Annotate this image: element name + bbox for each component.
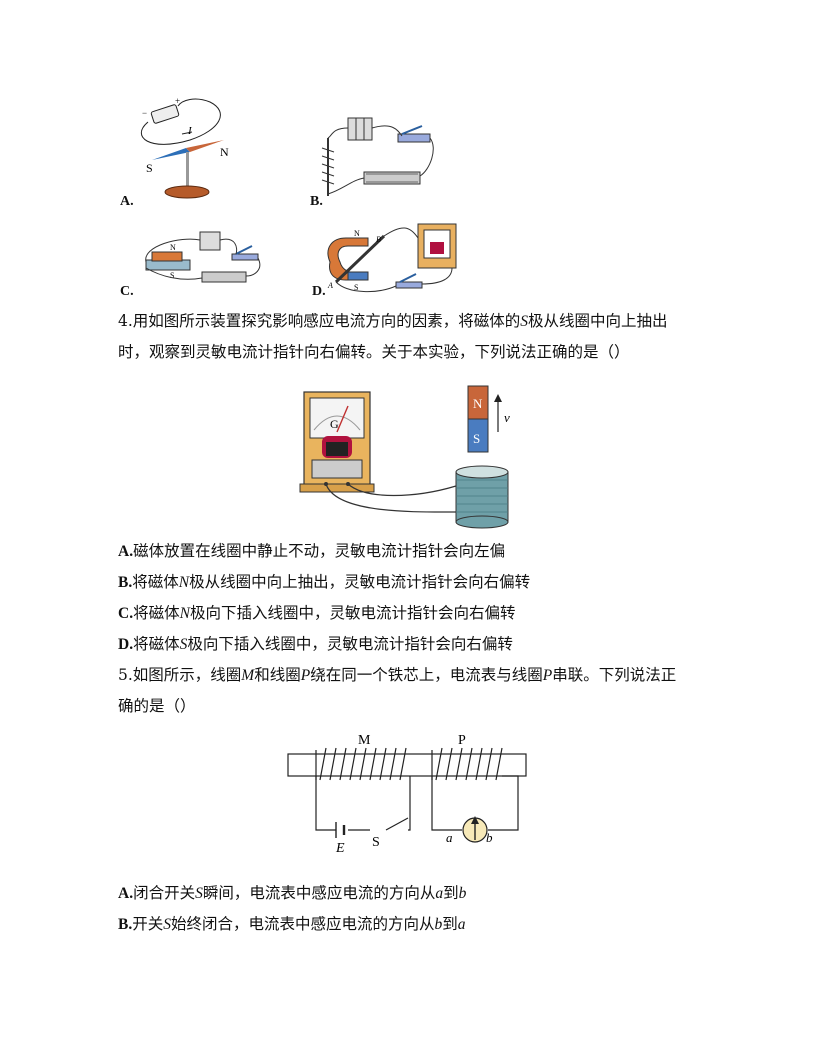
q4-stem-line-2: 时，观察到灵敏电流计指针向右偏转。关于本实验，下列说法正确的是（） — [118, 343, 630, 361]
figure-label-d: D. — [312, 284, 326, 299]
q4-option-a[interactable]: A.磁体放置在线圈中静止不动，灵敏电流计指针会向左偏 — [118, 542, 506, 560]
pole-s-label: S — [354, 283, 358, 292]
magnet-n-label: N — [473, 396, 483, 411]
q4-option-b[interactable]: B.将磁体N极从线圈中向上抽出，灵敏电流计指针会向右偏转 — [118, 573, 531, 591]
q4-option-d[interactable]: D.将磁体S极向下插入线圈中，灵敏电流计指针会向右偏转 — [118, 635, 513, 653]
terminal-a-label: a — [446, 830, 453, 845]
magnet-s-label: S — [473, 431, 480, 446]
svg-text:−: − — [142, 108, 147, 118]
figure-option-b — [321, 117, 434, 196]
velocity-label: v — [504, 410, 510, 425]
q4-figure: G N S v — [299, 385, 510, 529]
terminal-b-label: b — [486, 830, 493, 845]
galvanometer-label: G — [330, 417, 339, 431]
q5-stem-line-1: 5.如图所示，线圈M和线圈P绕在同一个铁芯上，电流表与线圈P串联。下列说法正 — [118, 666, 677, 684]
q5-stem-line-2: 确的是（） — [118, 697, 196, 715]
pole-n-label: N — [170, 243, 176, 252]
q5-figure: M P E S a b — [287, 733, 527, 856]
figure-option-d: N S A B — [327, 223, 457, 293]
switch-label: S — [372, 835, 380, 850]
pole-s-label: S — [146, 161, 153, 175]
pole-n-label: N — [220, 145, 229, 159]
figure-label-c: C. — [120, 284, 134, 299]
q5-option-a[interactable]: A.闭合开关S瞬间，电流表中感应电流的方向从a到b — [118, 884, 467, 902]
svg-text:+: + — [175, 96, 180, 106]
current-label: I — [187, 125, 193, 137]
point-a-label: A — [327, 281, 333, 290]
figure-label-b: B. — [310, 194, 323, 209]
q4-stem-line-1: 4.用如图所示装置探究影响感应电流方向的因素，将磁体的S极从线圈中向上抽出 — [118, 312, 668, 330]
pole-s-label: S — [170, 271, 174, 280]
q5-option-b[interactable]: B.开关S始终闭合，电流表中感应电流的方向从b到a — [118, 915, 466, 933]
figure-label-a: A. — [120, 194, 134, 209]
q4-option-c[interactable]: C.将磁体N极向下插入线圈中，灵敏电流计指针会向右偏转 — [118, 604, 516, 622]
figure-option-a: − + I S N — [141, 96, 229, 199]
coil-m-label: M — [358, 733, 371, 748]
figure-option-c: N S — [145, 231, 261, 283]
battery-label: E — [335, 841, 345, 856]
pole-n-label: N — [354, 229, 360, 238]
coil-p-label: P — [458, 733, 466, 748]
point-b-label: B — [376, 235, 381, 244]
